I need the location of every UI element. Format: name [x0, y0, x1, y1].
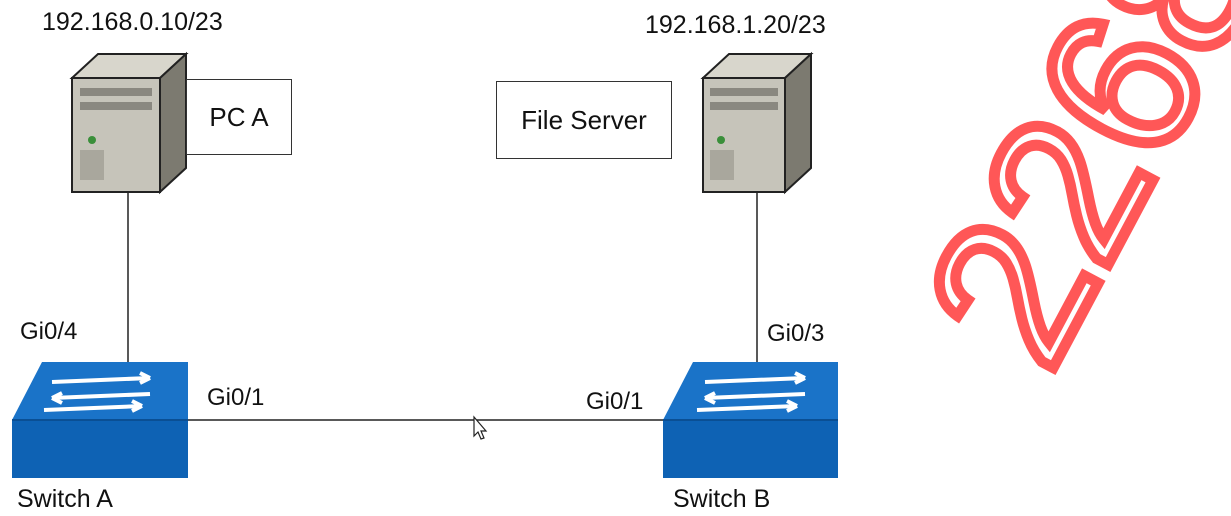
switch-a-port-gi0-1-label: Gi0/1 [207, 384, 265, 411]
file-server-name-label: File Server [521, 104, 647, 135]
pc-a-ip-label: 192.168.0.10/23 [42, 8, 223, 36]
switch-b-name-label: Switch B [673, 485, 771, 513]
switch-b-port-gi0-1-label: Gi0/1 [586, 388, 644, 415]
switch-b-port-gi0-3-label: Gi0/3 [767, 320, 825, 347]
switch-icon-switch-b [663, 362, 838, 478]
pc-a-name-box: PC A [186, 79, 292, 155]
server-icon-file-server [700, 51, 814, 195]
mouse-cursor-icon [473, 415, 488, 440]
pc-a-name-label: PC A [209, 101, 269, 132]
server-icon-pc-a [69, 51, 189, 195]
switch-icon-switch-a [12, 362, 188, 478]
watermark-text: 2268 [881, 0, 1231, 398]
switch-a-name-label: Switch A [17, 485, 113, 513]
file-server-ip-label: 192.168.1.20/23 [645, 11, 826, 39]
switch-a-port-gi0-4-label: Gi0/4 [20, 318, 78, 345]
file-server-name-box: File Server [496, 81, 672, 159]
